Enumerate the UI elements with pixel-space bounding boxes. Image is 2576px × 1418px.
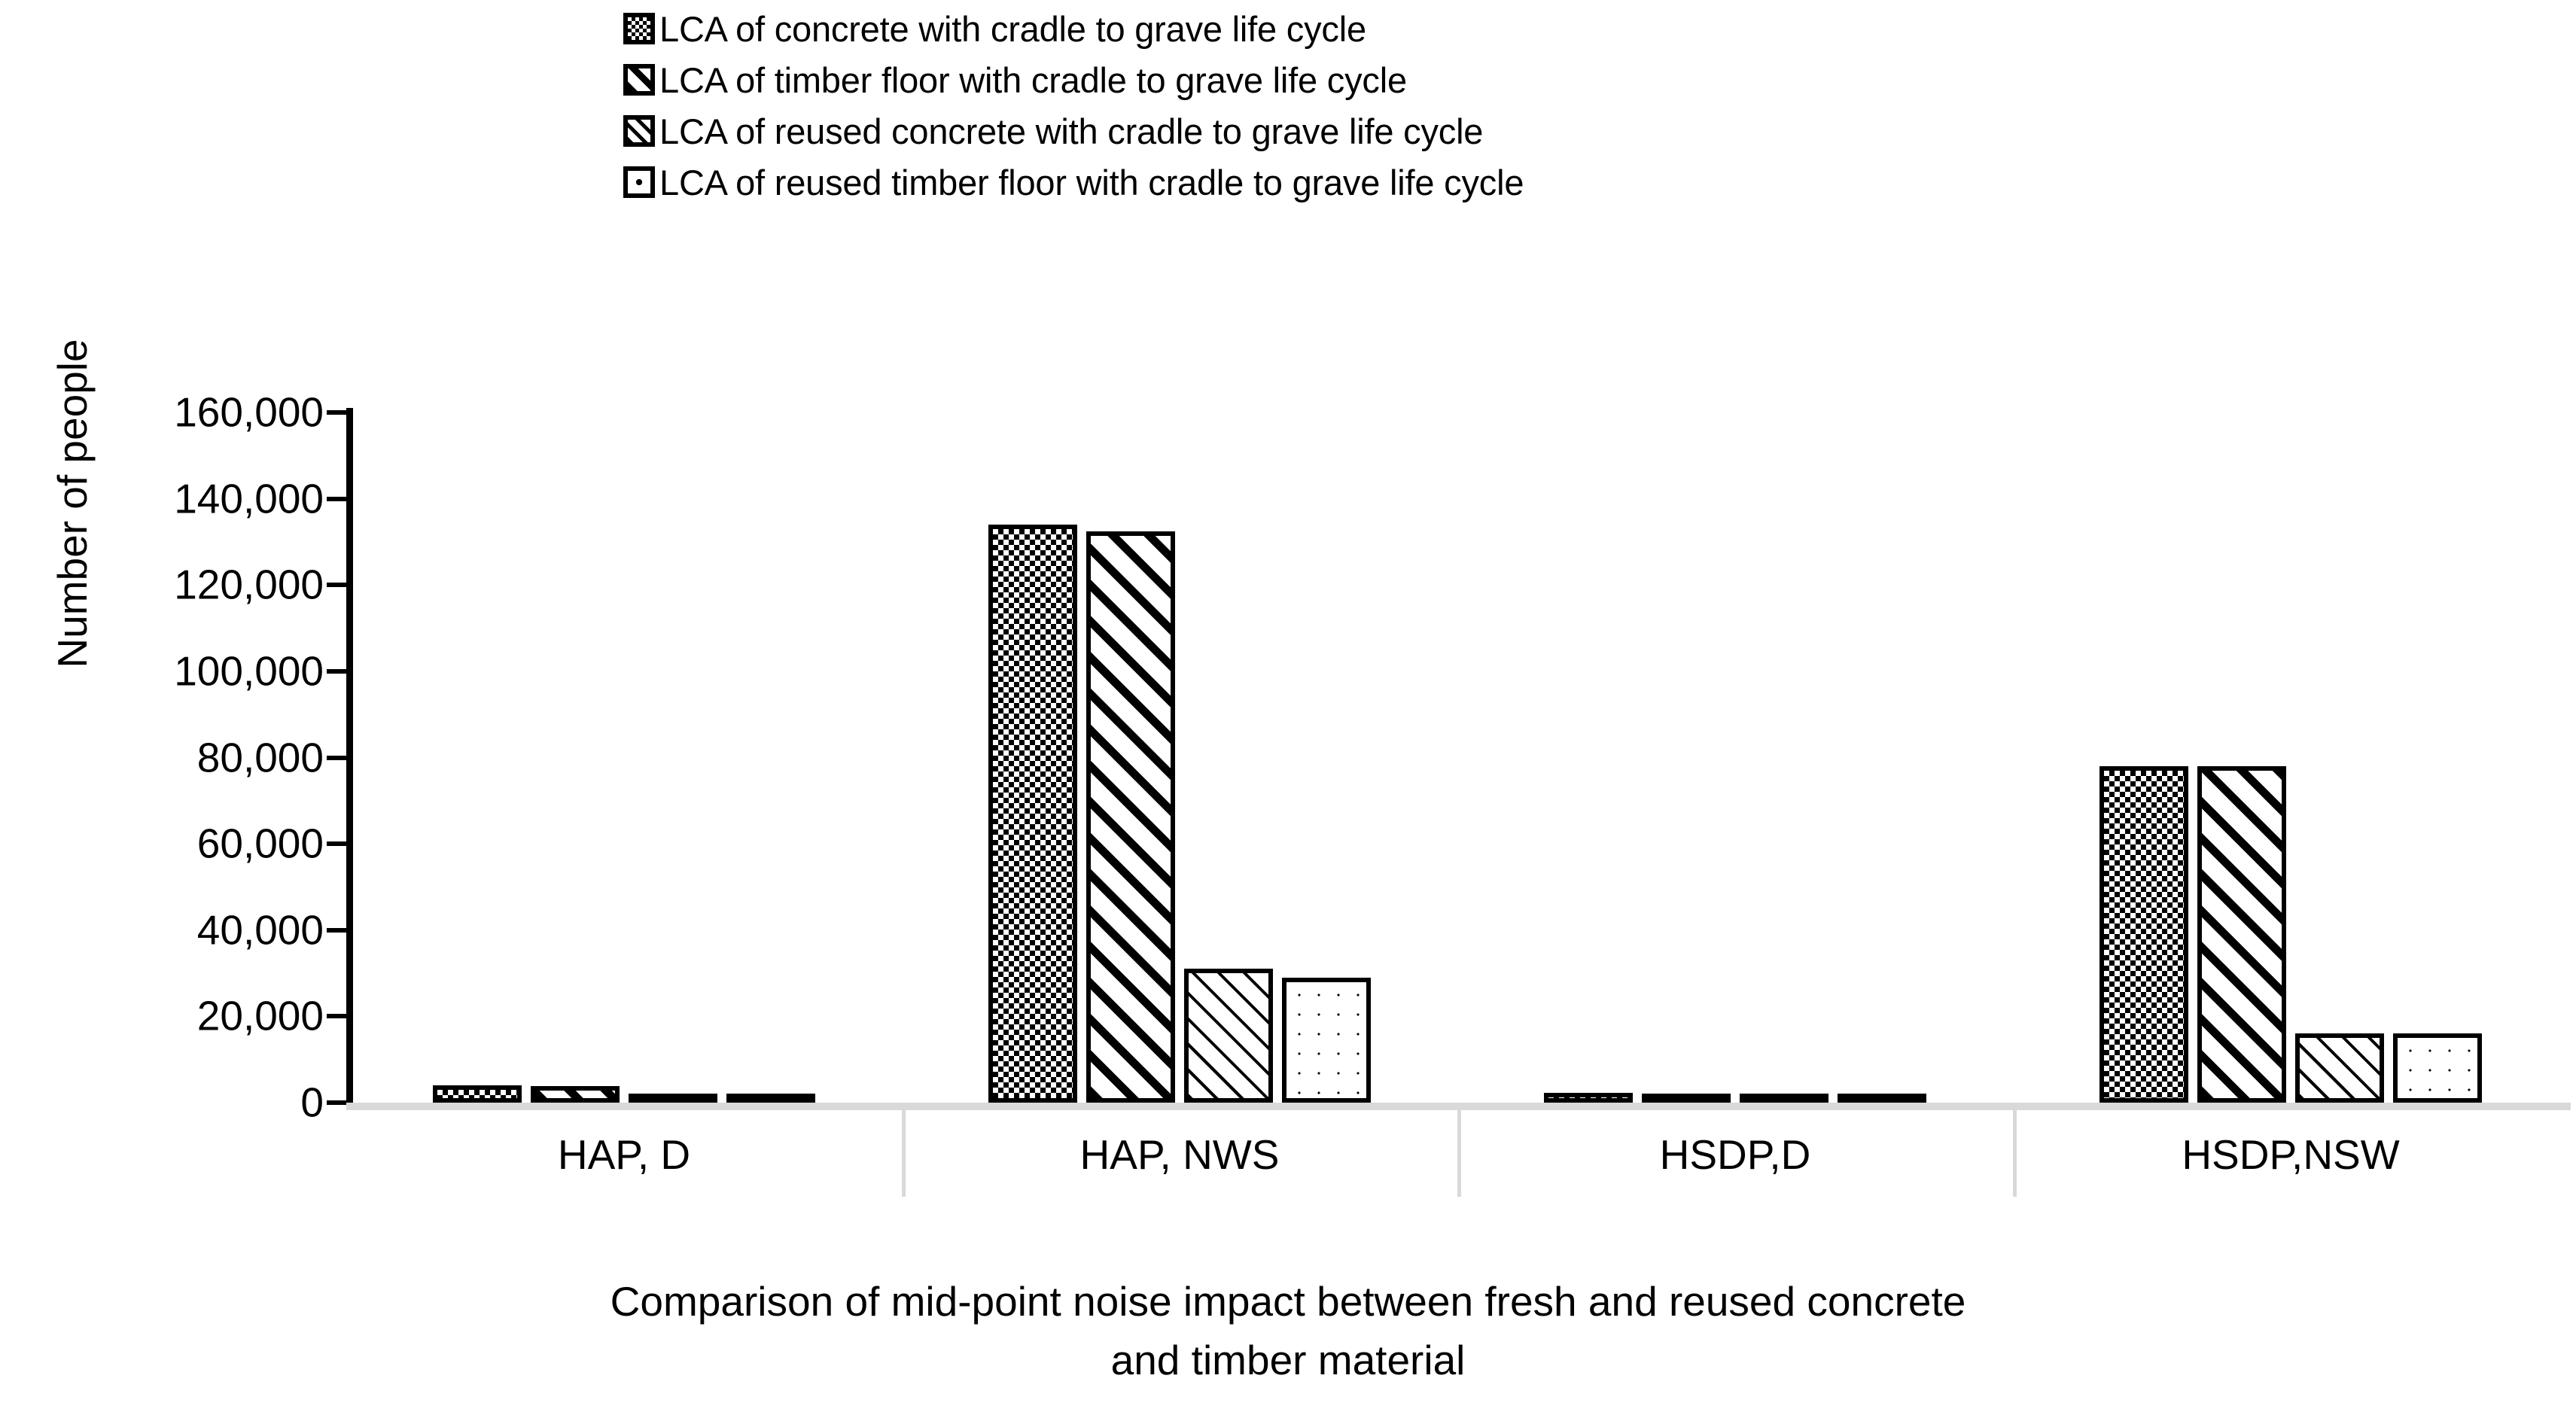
y-axis-tick-label: 160,000 [174,388,324,436]
y-axis-tick-mark [327,755,346,760]
bar[interactable] [988,525,1077,1103]
bar[interactable] [2295,1033,2384,1103]
x-axis-title-line2: and timber material [1110,1337,1466,1383]
y-axis-tick-mark [327,1100,346,1105]
y-axis-tick-label: 140,000 [174,475,324,522]
bar[interactable] [629,1094,717,1103]
plot-area [327,408,2568,1107]
y-axis-tick-label: 60,000 [196,820,324,867]
x-axis-title: Comparison of mid-point noise impact bet… [0,1272,2576,1389]
bar[interactable] [433,1085,522,1103]
checkerboard-swatch [623,13,655,44]
category-divider [1457,1110,1461,1197]
bar[interactable] [1740,1094,1828,1103]
y-axis-tick-mark [327,1014,346,1019]
y-axis-tick-mark [327,841,346,847]
y-axis-tick-mark [327,583,346,588]
category-divider [2013,1110,2017,1197]
legend-item-label: LCA of reused timber floor with cradle t… [659,162,1524,202]
y-axis-tick-mark [327,410,346,415]
bar[interactable] [2393,1033,2482,1103]
legend-item-label: LCA of timber floor with cradle to grave… [659,59,1407,100]
legend-item-label: LCA of concrete with cradle to grave lif… [659,8,1366,49]
x-axis-category-label: HAP, D [557,1131,691,1178]
category-divider [902,1110,906,1197]
x-axis-title-line1: Comparison of mid-point noise impact bet… [610,1278,1966,1325]
y-axis-tick-label: 120,000 [174,561,324,608]
dots-swatch [623,166,655,198]
chart-legend: LCA of concrete with cradle to grave lif… [623,0,2129,209]
x-axis-baseline [346,1103,2571,1110]
legend-item[interactable]: LCA of timber floor with cradle to grave… [623,56,2129,104]
y-axis-tick-label: 40,000 [196,906,324,954]
bar[interactable] [1544,1093,1633,1103]
legend-item[interactable]: LCA of reused concrete with cradle to gr… [623,107,2129,155]
bar[interactable] [2099,765,2188,1103]
y-axis-tick-label: 80,000 [196,734,324,781]
y-axis-tick-label: 20,000 [196,992,324,1039]
x-axis-category-label: HAP, NWS [1079,1131,1280,1178]
bar[interactable] [1086,531,1175,1103]
diagonal-wide-swatch [623,64,655,96]
y-axis-tick-mark [327,496,346,501]
x-axis-category-label: HSDP,NSW [2182,1131,2400,1178]
y-axis-line [346,408,353,1107]
y-axis-tick-mark [327,668,346,674]
category-band: HAP, D HAP, NWS HSDP,D HSDP,NSW [346,1110,2571,1197]
legend-item[interactable]: LCA of concrete with cradle to grave lif… [623,5,2129,53]
y-axis-tick-labels: 160,000 140,000 120,000 100,000 80,000 60,000… [98,391,324,1123]
x-axis-category-label: HSDP,D [1659,1131,1811,1178]
bar[interactable] [531,1086,620,1103]
y-axis-tick-mark [327,927,346,933]
bar[interactable] [2197,765,2286,1103]
legend-item[interactable]: LCA of reused timber floor with cradle t… [623,158,2129,206]
bar[interactable] [1642,1094,1731,1103]
bar[interactable] [726,1094,815,1103]
y-axis-tick-label: 0 [300,1079,324,1126]
bar[interactable] [1838,1094,1926,1103]
legend-item-label: LCA of reused concrete with cradle to gr… [659,111,1484,151]
bar[interactable] [1184,969,1273,1103]
bar[interactable] [1282,977,1371,1103]
y-axis-title: Number of people [49,339,96,668]
diagonal-thin-swatch [623,115,655,147]
y-axis-tick-label: 100,000 [174,647,324,695]
